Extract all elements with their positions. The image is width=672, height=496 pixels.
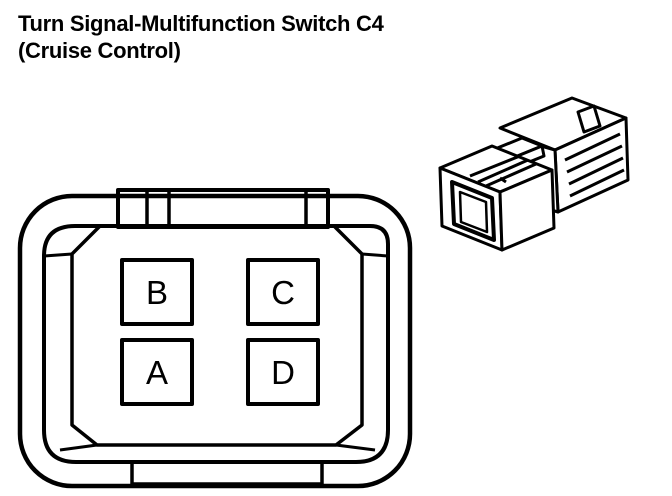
pin-cavity-b (120, 258, 194, 326)
iso-rear-ridges (564, 132, 625, 198)
pin-cavity-a (120, 338, 194, 406)
title-line-1: Turn Signal-Multifunction Switch C4 (18, 11, 384, 36)
chamfer-line-bottom-right (335, 443, 376, 452)
pin-label-d: D (271, 354, 295, 391)
connector-bottom-lip (130, 460, 324, 486)
chamfer-line-right (361, 252, 389, 258)
connector-isometric-view (438, 96, 630, 252)
chamfer-line-bottom-left (59, 443, 98, 452)
title-line-2: (Cruise Control) (18, 38, 181, 63)
pin-label-b: B (146, 274, 168, 311)
pin-label-a: A (146, 354, 168, 391)
connector-outer-housing (17, 193, 413, 489)
iso-front-side (498, 168, 556, 252)
connector-inner-cavity (42, 224, 390, 464)
pin-label-c: C (271, 274, 295, 311)
pin-cavity-d (246, 338, 320, 406)
pin-cavity-c (246, 258, 320, 326)
chamfer-line-left (43, 252, 73, 258)
iso-front-ribs (469, 154, 537, 188)
connector-inner-step (70, 224, 364, 447)
iso-front-inner (458, 190, 489, 234)
diagram-title: Turn Signal-Multifunction Switch C4 (Cru… (18, 10, 384, 64)
connector-face-view (17, 188, 413, 489)
iso-rear-tab (576, 104, 602, 134)
iso-front-opening (450, 180, 496, 242)
